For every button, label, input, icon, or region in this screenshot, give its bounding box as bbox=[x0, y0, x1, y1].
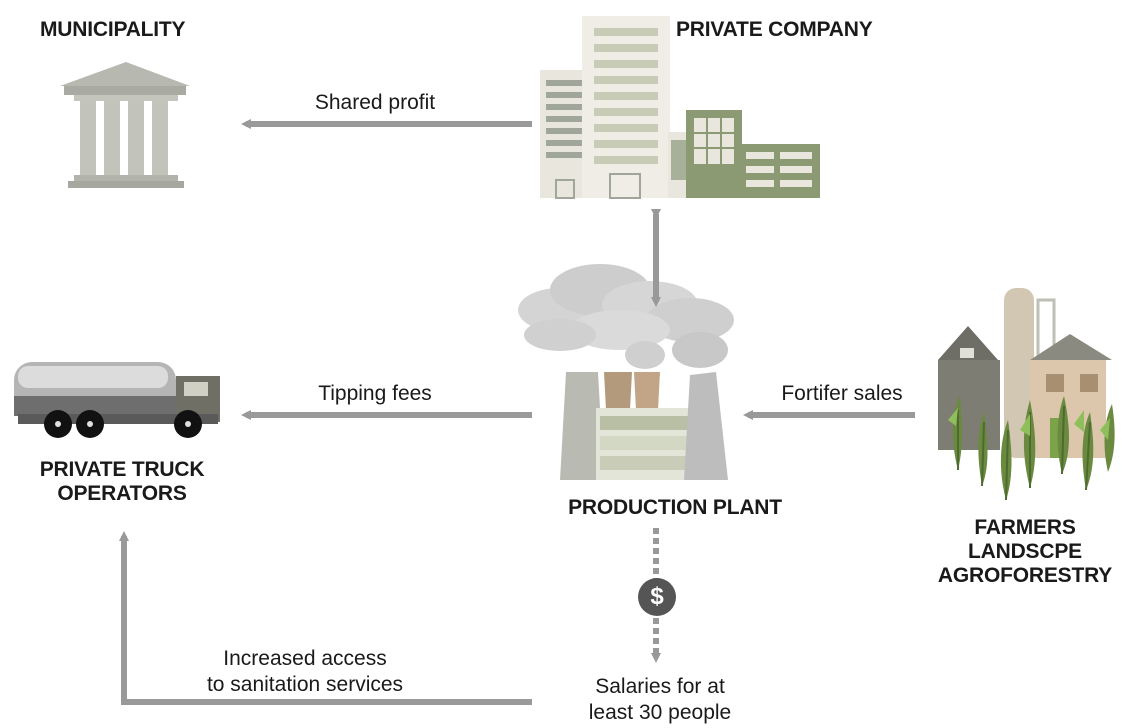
truck-operators-line-2: OPERATORS bbox=[57, 482, 187, 505]
access-arrow bbox=[119, 531, 532, 705]
farmers-title: FARMERS LANDSCPE AGROFORESTRY bbox=[930, 516, 1120, 588]
production-plant-title: PRODUCTION PLANT bbox=[568, 496, 782, 519]
municipality-title: MUNICIPALITY bbox=[40, 18, 186, 41]
salaries-line-2: least 30 people bbox=[588, 701, 732, 724]
farmers-line-1: FARMERS bbox=[974, 516, 1076, 539]
tipping-fees-label: Tipping fees bbox=[318, 382, 432, 405]
shared-profit-label: Shared profit bbox=[314, 91, 436, 114]
salaries-line-1: Salaries for at bbox=[595, 675, 725, 698]
farmers-line-3: AGROFORESTRY bbox=[937, 564, 1113, 587]
truck-operators-title: PRIVATE TRUCK OPERATORS bbox=[22, 458, 222, 506]
municipality-building-icon bbox=[60, 62, 190, 188]
dollar-icon: $ bbox=[638, 578, 676, 616]
office-buildings-icon bbox=[540, 16, 820, 199]
factory-icon bbox=[518, 264, 734, 480]
farmers-line-2: LANDSCPE bbox=[968, 540, 1082, 563]
farm-icon bbox=[938, 288, 1115, 501]
truck-operators-line-1: PRIVATE TRUCK bbox=[39, 458, 205, 481]
access-line-2: to sanitation services bbox=[206, 673, 404, 696]
fertilizer-sales-label: Fortifer sales bbox=[781, 382, 903, 405]
truck-icon bbox=[14, 362, 220, 438]
access-label: Increased access to sanitation services bbox=[170, 646, 440, 698]
access-line-1: Increased access bbox=[223, 647, 387, 670]
private-company-title: PRIVATE COMPANY bbox=[676, 18, 873, 41]
salaries-label: Salaries for at least 30 people bbox=[560, 674, 760, 726]
